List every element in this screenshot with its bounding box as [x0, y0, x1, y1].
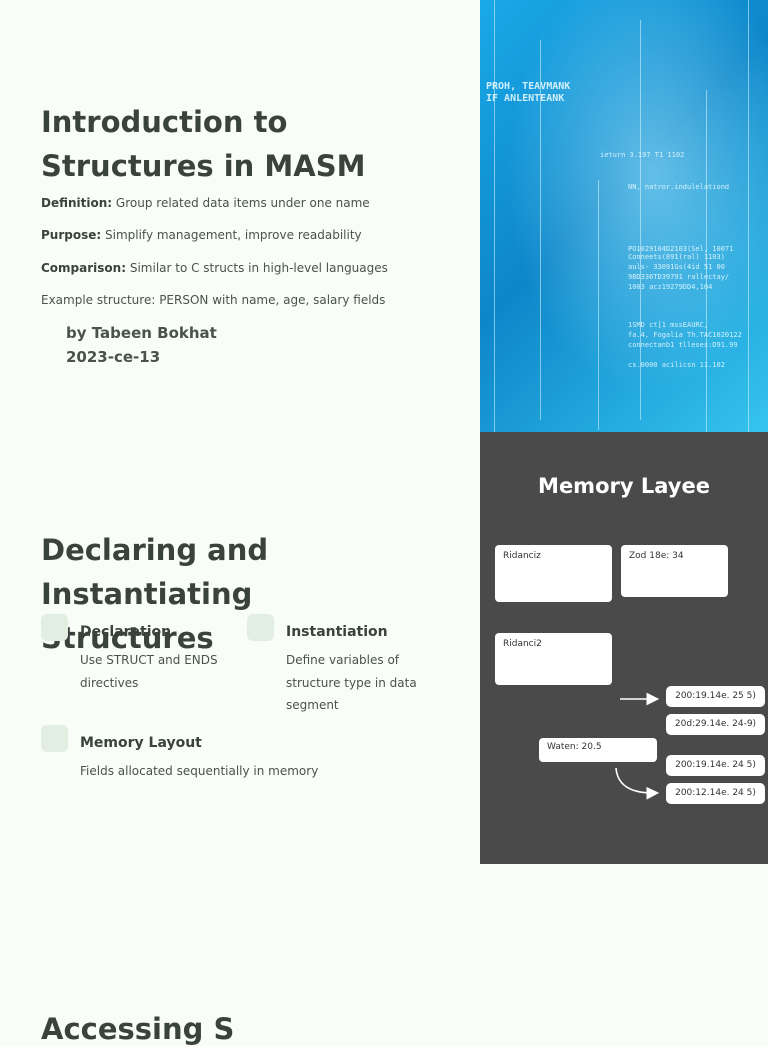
next-section-title: Accessing S — [41, 1012, 235, 1046]
code-line: PROH, TEAVMANK — [486, 81, 571, 92]
author-name: by Tabeen Bokhat — [66, 324, 217, 342]
feature-desc-memory-layout: Fields allocated sequentially in memory — [80, 764, 319, 778]
bullet-label: Purpose: — [41, 228, 102, 242]
diagram-arrows — [615, 692, 660, 800]
bullet-text: Similar to C structs in high-level langu… — [129, 261, 388, 275]
feature-desc-declaration: Use STRUCT and ENDS directives — [80, 653, 218, 690]
feature-title-memory-layout: Memory Layout — [80, 735, 202, 751]
code-line: PO1029104D2103(Sel, 10071 — [628, 245, 734, 253]
image-glow — [480, 0, 768, 432]
code-line: 1SMD ct[1 mssEAURC, — [628, 321, 709, 329]
bullet-text: Group related data items under one name — [115, 196, 370, 210]
code-line: 9BD336TD39791 rallectay/ — [628, 273, 730, 281]
bullet-comparison: Comparison: Similar to C structs in high… — [41, 261, 388, 275]
memory-box: Ridanciz — [495, 545, 612, 602]
memory-box: Waten: 20.5 — [539, 738, 657, 762]
bullet-text: Example structure: PERSON with name, age… — [41, 293, 386, 307]
circuit-line — [494, 0, 495, 432]
circuit-line — [540, 40, 541, 420]
author-roll: 2023-ce-13 — [66, 348, 161, 366]
code-line: ieturn 3.197 T1 1102 — [600, 151, 685, 159]
code-line: 1003 acz19279DD4,104 — [628, 283, 713, 291]
circuit-line — [748, 0, 749, 432]
code-line: IF ANLENTEANK — [486, 93, 565, 104]
code-line: fa.4, Fogalia Th.TAC1020122 — [628, 331, 742, 339]
memory-box: Ridanci2 — [495, 633, 612, 685]
feature-icon — [247, 614, 274, 641]
code-matrix-image: PROH, TEAVMANK IF ANLENTEANK ieturn 3.19… — [480, 0, 768, 432]
feature-icon — [41, 725, 68, 752]
circuit-line — [640, 20, 641, 420]
memory-cell: 20d:29.14e. 24-9) — [666, 714, 765, 735]
diagram-title: Memory Layee — [538, 474, 710, 498]
feature-desc-instantiation: Define variables of structure type in da… — [286, 653, 417, 712]
bullet-example: Example structure: PERSON with name, age… — [41, 293, 385, 307]
circuit-line — [706, 90, 707, 432]
memory-layout-diagram: Memory Layee Ridanciz Zod 18e: 34 Ridanc… — [480, 432, 768, 864]
arrow-curved-icon — [615, 767, 660, 800]
code-line: NN, natror.indulelationd — [628, 183, 730, 191]
code-line: connectanb1 tlleses:D91.99 — [628, 341, 738, 349]
feature-title-instantiation: Instantiation — [286, 624, 388, 640]
section-title: Declaring and Instantiating Structures — [41, 533, 269, 655]
slide-title: Introduction to Structures in MASM — [41, 105, 366, 183]
bullet-definition: Definition: Group related data items und… — [41, 196, 370, 210]
bullet-purpose: Purpose: Simplify management, improve re… — [41, 228, 362, 242]
memory-box: Zod 18e: 34 — [621, 545, 728, 597]
memory-cell: 200:19.14e. 25 5) — [666, 686, 765, 707]
circuit-line — [598, 180, 599, 430]
feature-icon — [41, 614, 68, 641]
code-line: cs.0000 acilicsn 11.102 — [628, 361, 725, 369]
bullet-text: Simplify management, improve readability — [105, 228, 362, 242]
bullet-label: Definition: — [41, 196, 113, 210]
memory-cell: 200:19.14e. 24 5) — [666, 755, 765, 776]
bullet-label: Comparison: — [41, 261, 127, 275]
feature-title-declaration: Declaration — [80, 624, 172, 640]
memory-cell: 200:12.14e. 24 5) — [666, 783, 765, 804]
code-line: auls- 33091Gs(4id 51 00 — [628, 263, 725, 271]
code-line: Conneets(891(ral) 1103) — [628, 253, 725, 261]
